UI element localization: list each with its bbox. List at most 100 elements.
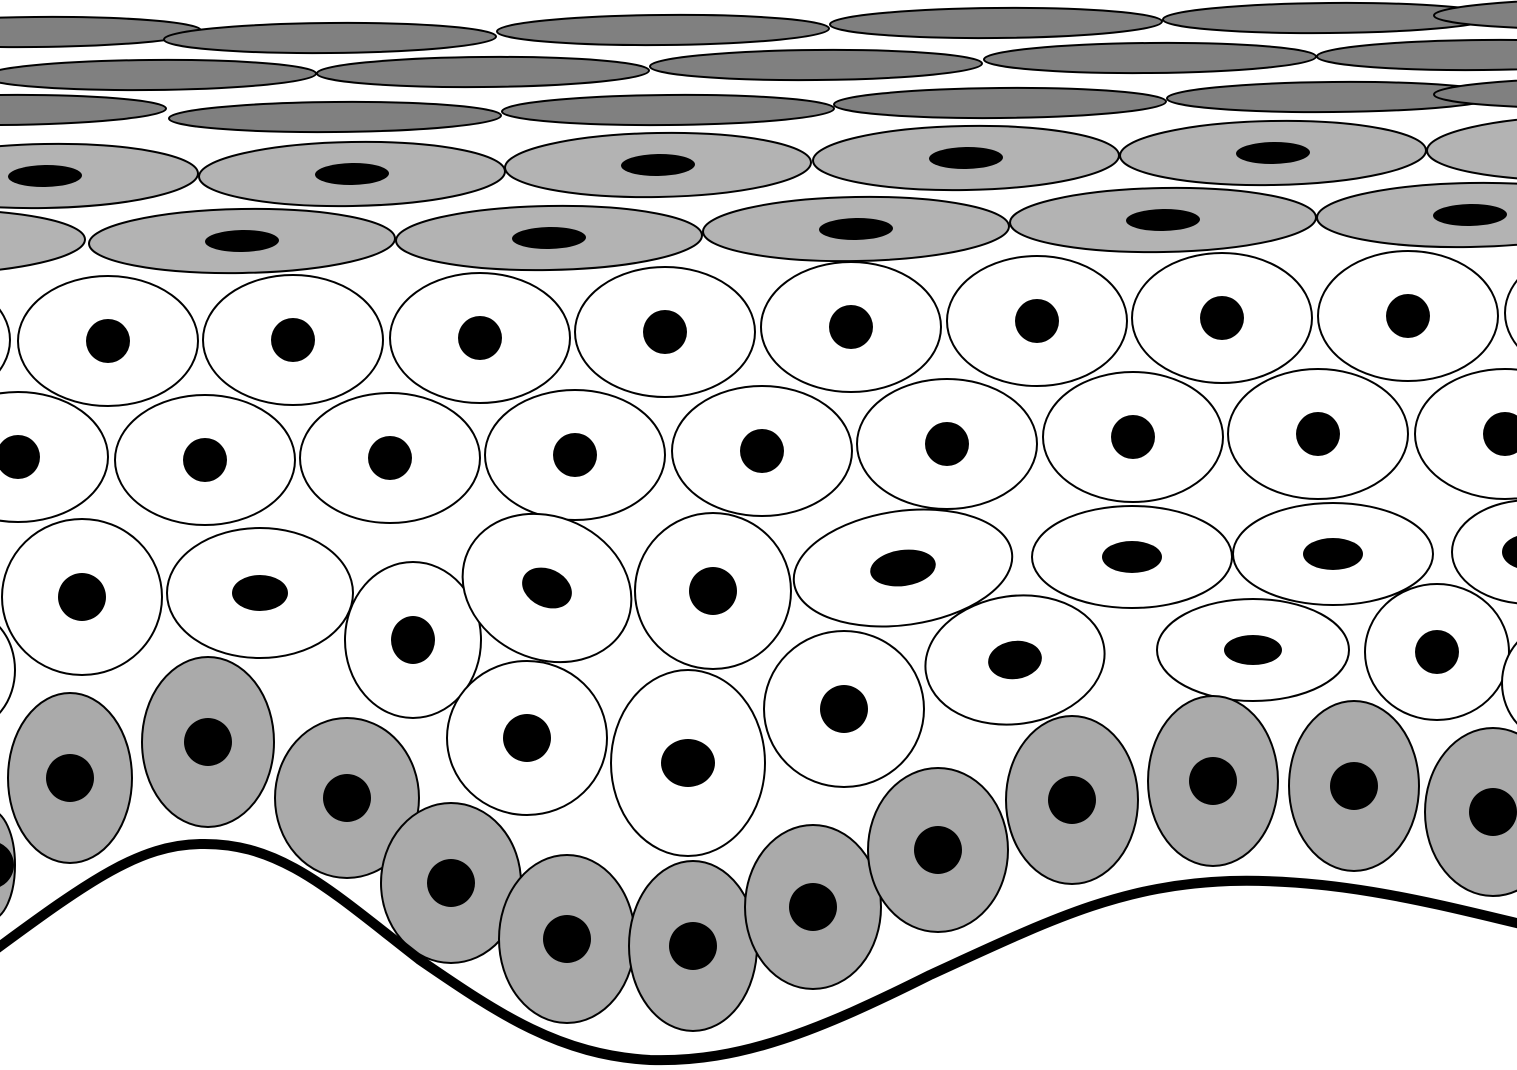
basal-cell: [744, 824, 882, 990]
flattened-cell: [168, 100, 502, 134]
flattened-cell-membrane: [1433, 76, 1517, 110]
nucleus: [988, 640, 1042, 680]
nucleus: [205, 229, 279, 253]
nucleus: [914, 826, 962, 874]
nucleus: [1386, 294, 1430, 338]
nucleus: [1102, 541, 1162, 573]
nucleus: [1502, 536, 1517, 568]
spinous-cell-membrane: [1414, 368, 1517, 500]
nucleus: [543, 915, 591, 963]
nucleus: [184, 718, 232, 766]
basal-cell: [1005, 715, 1139, 885]
granular-cell-membrane: [1426, 114, 1517, 182]
nucleus: [661, 739, 715, 787]
spinous-cell: [1414, 368, 1517, 500]
nucleus: [315, 162, 389, 186]
flattened-cell-membrane: [829, 6, 1163, 40]
spinous-cell-layer: [0, 250, 1517, 857]
spinous-cell-membrane: [1504, 279, 1517, 347]
spinous-cell: [1, 518, 163, 676]
flattened-cell-membrane: [833, 86, 1167, 120]
basal-cell: [141, 656, 275, 828]
nucleus: [1048, 776, 1096, 824]
spinous-cell: [0, 626, 16, 714]
nucleus: [1111, 415, 1155, 459]
flattened-cell: [316, 55, 650, 89]
nucleus: [522, 567, 572, 609]
spinous-cell: [484, 389, 666, 521]
spinous-cell: [461, 512, 633, 664]
flattened-cell-membrane: [163, 21, 497, 55]
nucleus: [1415, 630, 1459, 674]
nucleus: [669, 922, 717, 970]
flattened-cell: [649, 48, 983, 82]
spinous-cell: [344, 561, 482, 719]
nucleus: [58, 573, 106, 621]
spinous-cell: [1227, 368, 1409, 500]
nucleus: [643, 310, 687, 354]
flattened-cell: [1433, 0, 1517, 31]
nucleus: [1126, 208, 1200, 232]
granular-cell: [88, 207, 396, 275]
nucleus: [1433, 203, 1507, 227]
spinous-cell: [1031, 505, 1233, 609]
spinous-cell: [17, 275, 199, 407]
granular-cell: [395, 204, 703, 272]
granular-cell-membrane: [0, 208, 86, 276]
spinous-cell: [1131, 252, 1313, 384]
nucleus: [929, 146, 1003, 170]
basal-cell: [1424, 727, 1517, 897]
flattened-cell: [0, 58, 317, 92]
nucleus: [1296, 412, 1340, 456]
flattened-cell-membrane: [0, 93, 167, 127]
nucleus: [183, 438, 227, 482]
flattened-cell: [1433, 76, 1517, 110]
spinous-cell-membrane: [1451, 499, 1517, 605]
nucleus: [1483, 412, 1517, 456]
granular-cell-layer: [0, 114, 1517, 276]
nucleus: [323, 774, 371, 822]
granular-cell: [1316, 181, 1517, 249]
nucleus: [368, 436, 412, 480]
flattened-cell: [983, 41, 1317, 75]
nucleus: [1469, 788, 1517, 836]
nucleus: [925, 422, 969, 466]
nucleus: [427, 859, 475, 907]
nucleus: [689, 567, 737, 615]
nucleus: [1303, 538, 1363, 570]
nucleus: [0, 435, 40, 479]
flattened-cell-membrane: [1316, 38, 1517, 72]
flattened-cell-membrane: [649, 48, 983, 82]
nucleus: [1015, 299, 1059, 343]
basal-cell: [628, 860, 758, 1032]
nucleus: [391, 616, 435, 664]
nucleus: [271, 318, 315, 362]
flattened-cell-layer: [0, 0, 1517, 134]
spinous-cell: [634, 512, 792, 670]
spinous-cell: [1232, 502, 1434, 606]
spinous-cell: [1317, 250, 1499, 382]
basal-cell-layer: [0, 656, 1517, 1032]
nucleus: [46, 754, 94, 802]
basal-cell: [274, 717, 420, 879]
nucleus: [829, 305, 873, 349]
flattened-cell-membrane: [983, 41, 1317, 75]
nucleus: [789, 883, 837, 931]
spinous-cell: [1042, 371, 1224, 503]
flattened-cell-membrane: [168, 100, 502, 134]
spinous-cell: [1501, 641, 1517, 725]
flattened-cell: [1316, 38, 1517, 72]
basal-cell: [498, 854, 636, 1024]
nucleus: [819, 217, 893, 241]
spinous-cell: [166, 527, 354, 659]
granular-cell: [1009, 186, 1317, 254]
granular-cell: [1426, 114, 1517, 182]
basal-cell: [0, 813, 16, 917]
nucleus: [870, 549, 936, 587]
nucleus: [740, 429, 784, 473]
spinous-cell: [1451, 499, 1517, 605]
spinous-cell: [856, 378, 1038, 510]
nucleus: [458, 316, 502, 360]
spinous-cell: [946, 255, 1128, 387]
